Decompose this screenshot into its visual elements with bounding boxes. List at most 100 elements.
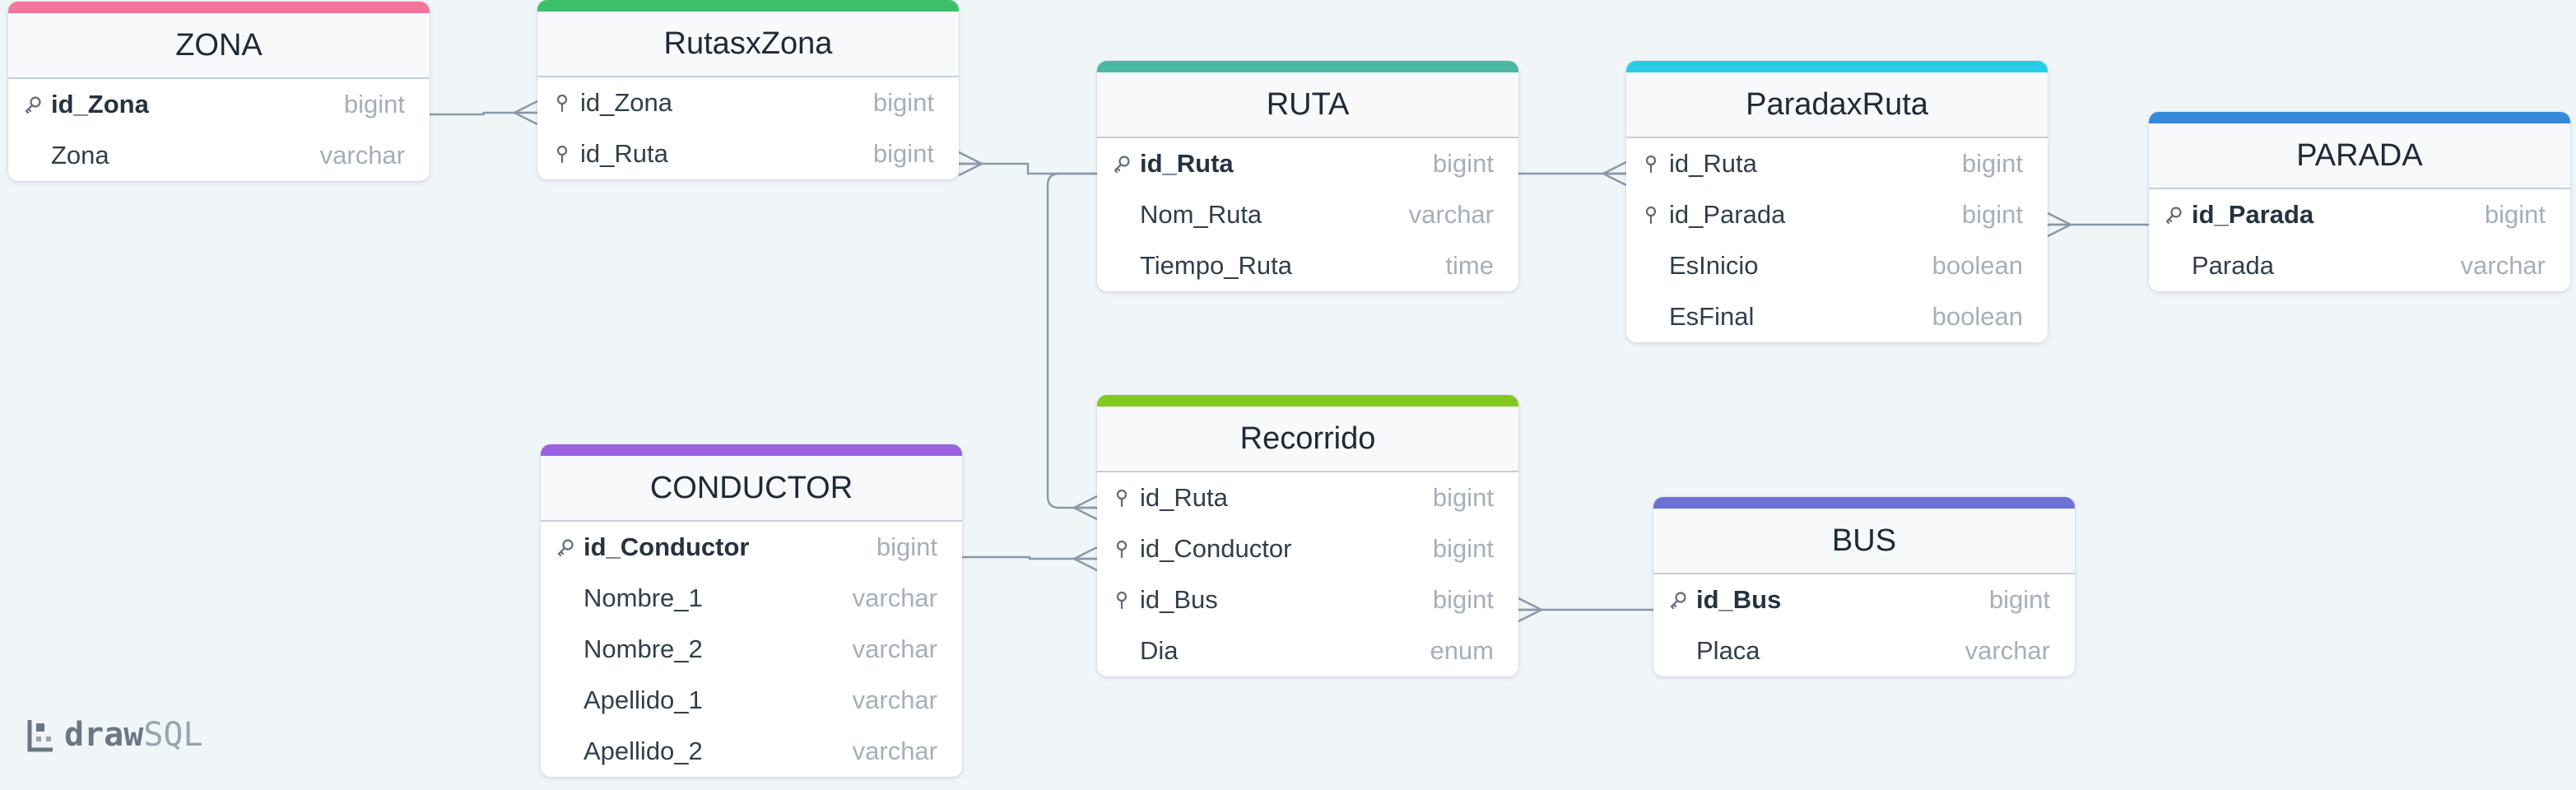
column-row-id-zona[interactable]: id_Zona bigint	[537, 77, 959, 128]
relation-ruta-recorrido-crowfoot[interactable]	[1073, 495, 1098, 521]
relation-parada-paradaxruta-crowfoot[interactable]	[2047, 211, 2071, 238]
column-name: id_Parada	[2192, 200, 2314, 229]
table-header[interactable]: Recorrido	[1097, 407, 1518, 472]
relation-ruta-paradaxruta-crowfoot[interactable]	[1602, 160, 1627, 187]
column-type: varchar	[2460, 251, 2546, 280]
column-row-id-bus[interactable]: id_Bus bigint	[1097, 574, 1518, 625]
column-name: Zona	[51, 141, 109, 170]
column-type: time	[1445, 251, 1494, 280]
table-header[interactable]: CONDUCTOR	[541, 456, 962, 522]
column-type: bigint	[872, 88, 934, 117]
relation-ruta-rutasxzona-crowfoot[interactable]	[958, 151, 983, 177]
table-name: RutasxZona	[663, 26, 833, 61]
table-name: PARADA	[2296, 137, 2423, 173]
column-name: Apellido_2	[584, 737, 703, 765]
table-color-bar	[8, 2, 430, 13]
column-name: Dia	[1140, 636, 1179, 665]
table-header[interactable]: RUTA	[1097, 72, 1518, 138]
column-type: bigint	[2484, 200, 2546, 229]
table-name: ZONA	[175, 27, 263, 63]
column-row-id-zona[interactable]: id_Zona bigint	[8, 79, 430, 130]
table-header[interactable]: RutasxZona	[537, 12, 959, 77]
column-name: Nombre_1	[584, 583, 703, 612]
column-row-id-parada[interactable]: id_Parada bigint	[2149, 189, 2570, 240]
foreign-key-icon	[552, 144, 572, 164]
column-type: bigint	[1961, 149, 2023, 178]
column-name: id_Zona	[580, 88, 673, 117]
relation-zona-rutasxzona[interactable]	[430, 111, 537, 116]
column-type: bigint	[343, 90, 405, 118]
column-name: id_Ruta	[1140, 483, 1228, 512]
foreign-key-icon	[1641, 154, 1661, 174]
foreign-key-icon	[552, 93, 572, 113]
column-row-nombre-1[interactable]: Nombre_1 varchar	[541, 573, 962, 624]
relation-zona-rutasxzona-crowfoot[interactable]	[514, 100, 538, 126]
table-header[interactable]: PARADA	[2149, 123, 2570, 189]
column-type: boolean	[1932, 302, 2023, 331]
table-header[interactable]: ZONA	[8, 13, 430, 79]
column-type: boolean	[1932, 251, 2023, 280]
column-name: id_Bus	[1140, 585, 1218, 614]
column-row-id-conductor[interactable]: id_Conductor bigint	[1097, 523, 1518, 574]
table-color-bar	[541, 444, 962, 456]
column-name: id_Zona	[51, 90, 149, 118]
column-name: id_Conductor	[1140, 534, 1292, 563]
relation-conductor-recorrido-crowfoot[interactable]	[1073, 546, 1098, 572]
column-row-id-parada[interactable]: id_Parada bigint	[1626, 189, 2048, 240]
table-name: Recorrido	[1239, 421, 1376, 456]
foreign-key-icon	[1112, 539, 1132, 559]
table-color-bar	[2149, 112, 2570, 123]
drawsql-logo[interactable]: draw SQL	[25, 716, 203, 754]
column-type: varchar	[852, 634, 937, 663]
column-type: varchar	[852, 685, 937, 714]
column-type: bigint	[1432, 534, 1494, 563]
drawsql-logo-icon	[25, 717, 58, 753]
table-header[interactable]: BUS	[1653, 509, 2075, 574]
column-name: Nom_Ruta	[1140, 200, 1262, 229]
column-type: bigint	[1961, 200, 2023, 229]
table-name: CONDUCTOR	[649, 470, 853, 505]
table-color-bar	[1653, 497, 2075, 509]
table-color-bar	[537, 0, 959, 12]
column-type: varchar	[852, 737, 937, 765]
relation-conductor-recorrido[interactable]	[962, 555, 1097, 560]
table-color-bar	[1097, 395, 1518, 407]
relation-ruta-recorrido[interactable]	[1046, 172, 1097, 509]
table-header[interactable]: ParadaxRuta	[1626, 72, 2048, 138]
relation-bus-recorrido-crowfoot[interactable]	[1518, 597, 1542, 623]
column-name: id_Parada	[1669, 200, 1786, 229]
column-row-apellido-2[interactable]: Apellido_2 varchar	[541, 726, 962, 777]
drawsql-logo-word-draw: draw	[64, 716, 144, 754]
column-name: id_Bus	[1696, 585, 1782, 614]
column-type: varchar	[852, 583, 937, 612]
column-type: bigint	[1432, 585, 1494, 614]
column-type: bigint	[1432, 149, 1494, 178]
column-type: varchar	[1965, 636, 2050, 665]
